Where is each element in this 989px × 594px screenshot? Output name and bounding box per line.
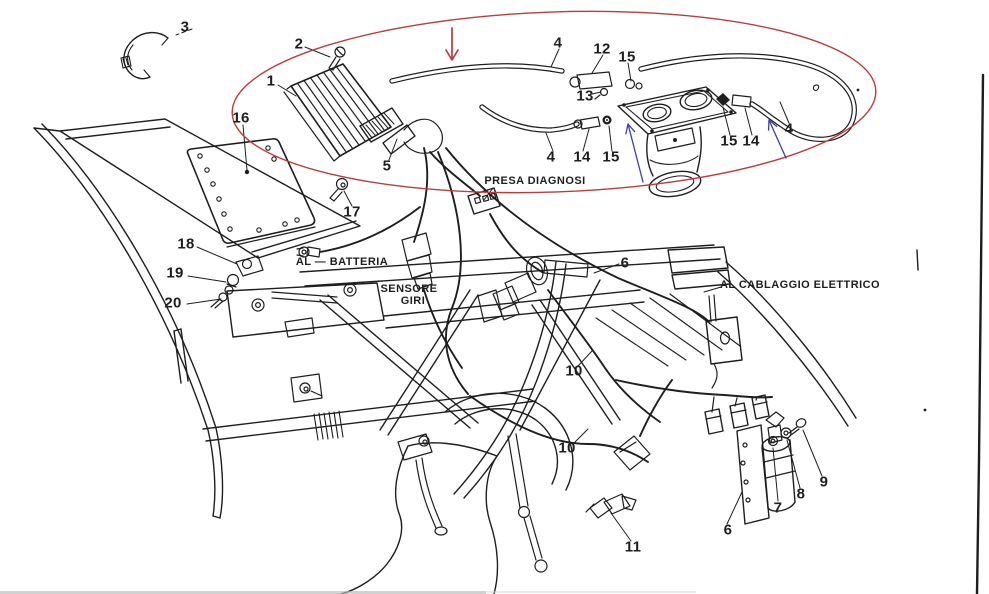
fuel-hoses [389,53,857,142]
blue-arrow-0 [625,123,644,183]
part-number-15: 15 [720,132,738,150]
blue-arrow-1 [767,119,787,159]
hatched-panel [595,293,741,367]
mounting-plate [186,138,316,248]
part-number-16: 16 [232,109,250,127]
part-number-15: 15 [618,48,636,66]
battery-lead [296,206,421,258]
part-number-14: 14 [573,148,591,166]
diagnosis-plug [467,187,501,215]
part-number-19: 19 [166,264,184,282]
part-number-10: 10 [565,362,583,380]
part-number-5: 5 [382,157,392,175]
screw-17 [329,177,349,202]
part-number-6: 6 [620,254,630,272]
part-number-1: 1 [266,72,276,90]
part-number-11: 11 [624,538,642,556]
part-number-15: 15 [602,148,620,166]
part-number-14: 14 [742,132,760,150]
injector-assembly [477,256,589,323]
hose-fittings [569,71,752,130]
scan-shadow-bottom-right [486,591,696,593]
part-number-4: 4 [546,148,556,166]
part-number-13: 13 [576,87,594,105]
gear-sensor [613,435,651,471]
fasteners-18-19-20 [210,255,264,309]
engine-cases [340,392,574,594]
screw-2 [328,46,346,71]
label-sensore-giri-line1: SENSORE [380,283,438,295]
ignition-coil [736,411,807,525]
scan-shadow-bottom [0,591,486,594]
part-number-12: 12 [593,40,611,58]
part-number-9: 9 [819,473,829,491]
part-number-10: 10 [558,439,576,457]
scan-artifacts [812,73,985,594]
harness-bracket [705,294,743,389]
label-presa-diagnosi: PRESA DIAGNOSI [484,175,586,187]
part-number-6: 6 [723,521,733,539]
pressure-sensor [585,493,637,519]
throttle-body [617,86,737,198]
part-number-8: 8 [796,485,806,503]
red-arrow-head [445,49,459,61]
label-al-cablaggio-elettrico: AL CABLAGGIO ELETTRICO [719,279,881,291]
ecu-unit [283,63,443,162]
c-clip [120,31,169,80]
part-number-3: 3 [180,18,190,36]
part-number-2: 2 [294,35,304,53]
label-al-batteria: AL — BATTERIA [295,256,389,268]
annotations-layer [231,10,877,194]
part-number-4: 4 [553,34,563,52]
part-number-7: 7 [773,499,783,517]
part-number-20: 20 [164,294,182,312]
spark-harness [615,379,773,435]
part-number-17: 17 [343,203,361,221]
leader-lines [175,28,823,542]
part-number-18: 18 [177,235,195,253]
rev-sensor-connector [401,232,433,290]
part-number-4: 4 [784,120,794,138]
red-oval-annotation [231,10,877,194]
frame-trellis [33,118,857,519]
label-sensore-giri-line2: GIRI [400,295,426,307]
wiring-loom [413,147,710,463]
red-arrow [445,27,459,61]
